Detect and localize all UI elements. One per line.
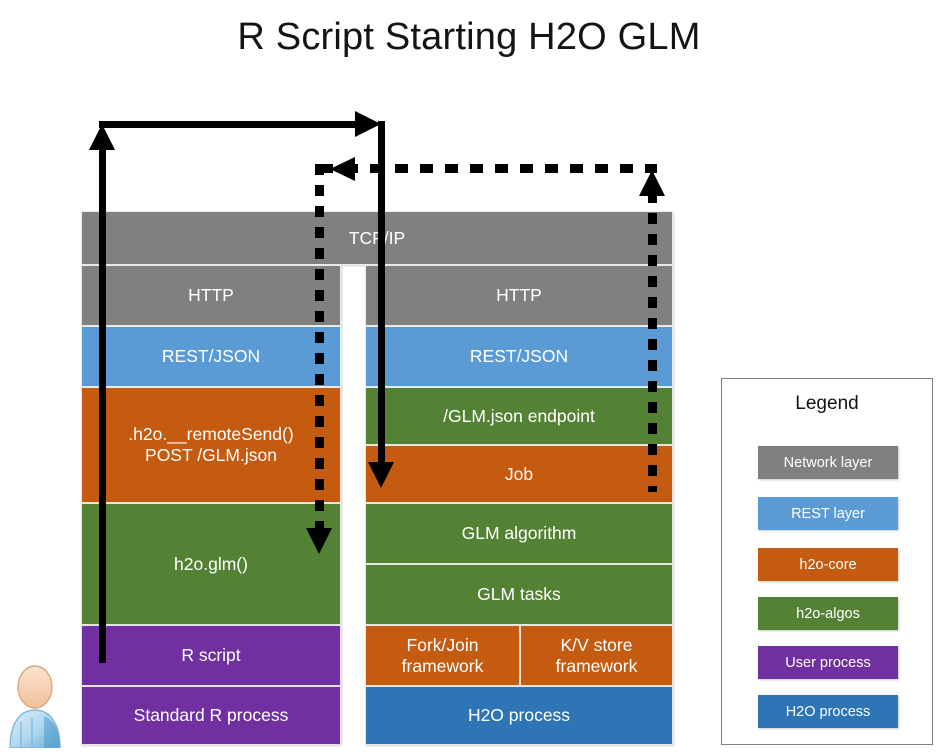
- block-right-job: Job: [365, 445, 673, 503]
- legend-label: REST layer: [791, 505, 865, 522]
- block-left-r-process: Standard R process: [81, 686, 341, 745]
- block-right-h2o-process: H2O process: [365, 686, 673, 745]
- block-tcp-ip: TCP/IP: [81, 211, 673, 265]
- user-icon: [9, 665, 61, 749]
- response-arrow-down-head: [306, 528, 332, 554]
- response-arrow-left-head: [330, 157, 355, 181]
- page-title: R Script Starting H2O GLM: [237, 16, 701, 58]
- request-arrow-vertical-shaft: [99, 148, 106, 663]
- block-left-rest-json: REST/JSON: [81, 326, 341, 387]
- block-right-kv-store: K/V store framework: [520, 625, 673, 686]
- response-arrow-down-shaft: [315, 164, 324, 532]
- block-left-h2o-glm: h2o.glm(): [81, 503, 341, 625]
- legend-item-network-layer: Network layer: [758, 446, 898, 479]
- response-arrow-up-shaft: [648, 192, 657, 492]
- block-right-glm-algorithm: GLM algorithm: [365, 503, 673, 564]
- request-arrow-right-head: [355, 111, 381, 137]
- request-arrow-up-head: [89, 124, 115, 150]
- block-right-glm-tasks: GLM tasks: [365, 564, 673, 625]
- legend-label: Network layer: [783, 454, 873, 471]
- response-arrow-horizontal-segment: [320, 164, 657, 173]
- response-arrow-up-head: [639, 170, 665, 196]
- legend-label: H2O process: [785, 703, 871, 720]
- request-arrow-down-head: [368, 462, 394, 488]
- block-left-r-script: R script: [81, 625, 341, 686]
- block-right-fork-join: Fork/Join framework: [365, 625, 520, 686]
- legend-item-rest-layer: REST layer: [758, 497, 898, 530]
- legend-item-user-process: User process: [758, 646, 898, 679]
- request-arrow-down-shaft: [378, 121, 385, 465]
- block-right-http: HTTP: [365, 265, 673, 326]
- legend-item-h2o-algos: h2o-algos: [758, 597, 898, 630]
- block-right-glm-endpoint: /GLM.json endpoint: [365, 387, 673, 445]
- block-left-http: HTTP: [81, 265, 341, 326]
- legend-label: h2o-core: [799, 556, 857, 573]
- legend-title: Legend: [795, 393, 859, 414]
- request-arrow-horizontal-segment: [99, 121, 367, 128]
- legend-panel: Legend Network layer REST layer h2o-core…: [721, 378, 933, 745]
- legend-item-h2o-core: h2o-core: [758, 548, 898, 581]
- legend-label: h2o-algos: [796, 605, 860, 622]
- block-right-rest-json: REST/JSON: [365, 326, 673, 387]
- user-avatar: [2, 660, 68, 749]
- legend-label: User process: [785, 654, 871, 671]
- legend-item-h2o-process: H2O process: [758, 695, 898, 728]
- block-left-remote-send: .h2o.__remoteSend() POST /GLM.json: [81, 387, 341, 503]
